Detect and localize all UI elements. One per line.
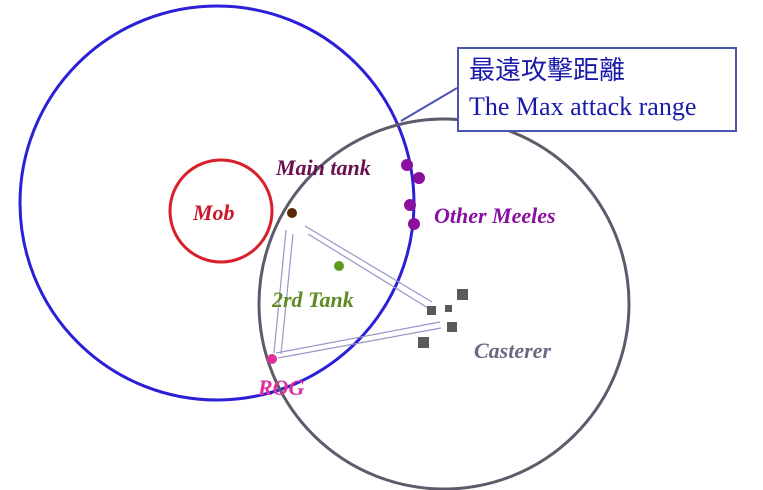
caster-square	[447, 322, 457, 332]
other-meeles-label: Other Meeles	[434, 203, 556, 228]
mob-circle	[168, 158, 274, 264]
second-tank-dot	[334, 261, 344, 271]
callout-title-chinese: 最遠攻擊距離	[469, 56, 626, 85]
caster-square	[418, 337, 429, 348]
main-tank-label: Main tank	[276, 155, 371, 180]
caster-square	[457, 289, 468, 300]
melee-dot	[404, 199, 416, 211]
caster-range-circle	[257, 117, 631, 490]
mob-label: Mob	[193, 200, 235, 225]
caster-square	[445, 305, 452, 312]
casterer-label: Casterer	[474, 338, 551, 363]
formation-lines	[273, 225, 442, 359]
second-tank-label: 2rd Tank	[272, 287, 354, 312]
rog-label: ROG	[258, 375, 305, 400]
callout-connector	[400, 87, 458, 122]
caster-square	[427, 306, 436, 315]
max-attack-range-callout: 最遠攻擊距離 The Max attack range	[457, 47, 737, 132]
melee-dot	[408, 218, 420, 230]
main-tank-dot	[287, 208, 297, 218]
rog-dot	[267, 354, 277, 364]
melee-dot	[401, 159, 413, 171]
melee-dot	[413, 172, 425, 184]
callout-title-english: The Max attack range	[469, 92, 697, 121]
